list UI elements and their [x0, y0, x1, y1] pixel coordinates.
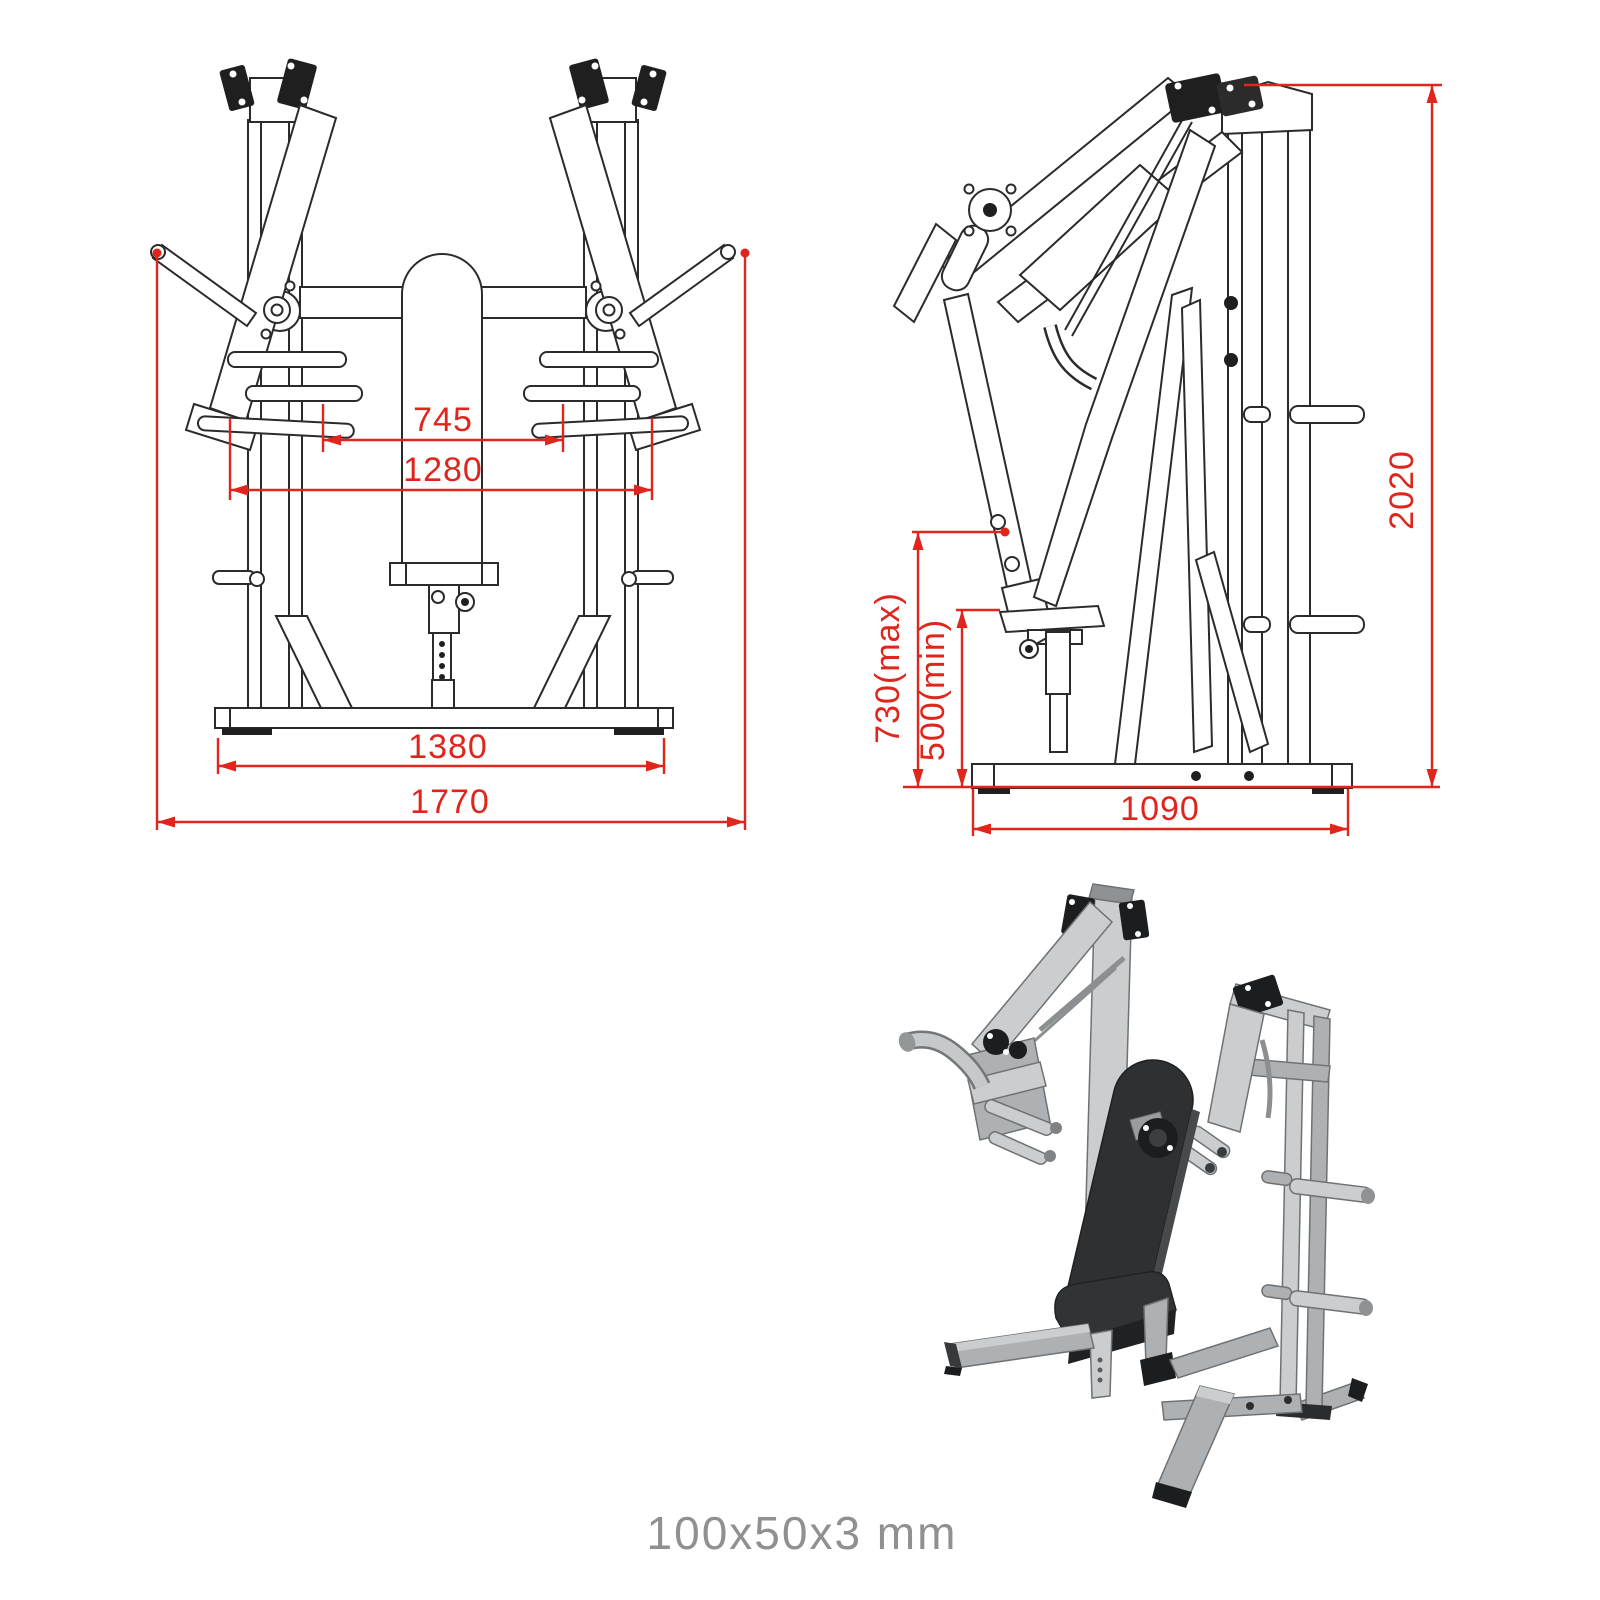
front-pivot-brackets	[219, 58, 667, 111]
side-view: 730(max) 500(min) 1090 2020	[869, 73, 1442, 836]
front-dim-1380-label: 1380	[408, 728, 488, 766]
side-dim-total-height: 2020	[1244, 83, 1442, 787]
tube-spec-caption: 100x50x3 mm	[647, 1507, 958, 1559]
front-dim-745-label: 745	[413, 401, 473, 439]
front-view: 745 1280 1380 1770	[150, 58, 750, 830]
side-dim-2020-label: 2020	[1383, 450, 1421, 530]
side-dim-500min-label: 500(min)	[914, 619, 952, 761]
front-dim-1770-label: 1770	[410, 783, 490, 821]
front-dim-total-width: 1770	[152, 248, 750, 830]
side-dim-1090-label: 1090	[1120, 790, 1200, 828]
front-dim-handle-span: 745	[321, 401, 565, 452]
side-dim-730max-label: 730(max)	[869, 592, 907, 744]
side-base	[971, 763, 1353, 794]
front-dim-base-width: 1380	[216, 728, 666, 774]
side-backrest-and-legs	[1032, 128, 1270, 765]
isometric-view	[898, 883, 1375, 1508]
front-dim-1280-label: 1280	[403, 451, 483, 489]
side-seat	[998, 604, 1106, 753]
front-dim-arm-span: 1280	[228, 418, 654, 500]
side-dim-seat-min: 500(min)	[914, 608, 1000, 787]
side-dim-base-length: 1090	[971, 789, 1350, 836]
side-weight-horns	[1243, 405, 1365, 634]
side-dim-seat-max: 730(max)	[869, 527, 1010, 787]
front-chest-pad-and-seat	[389, 253, 499, 709]
front-weight-horns	[196, 351, 690, 587]
